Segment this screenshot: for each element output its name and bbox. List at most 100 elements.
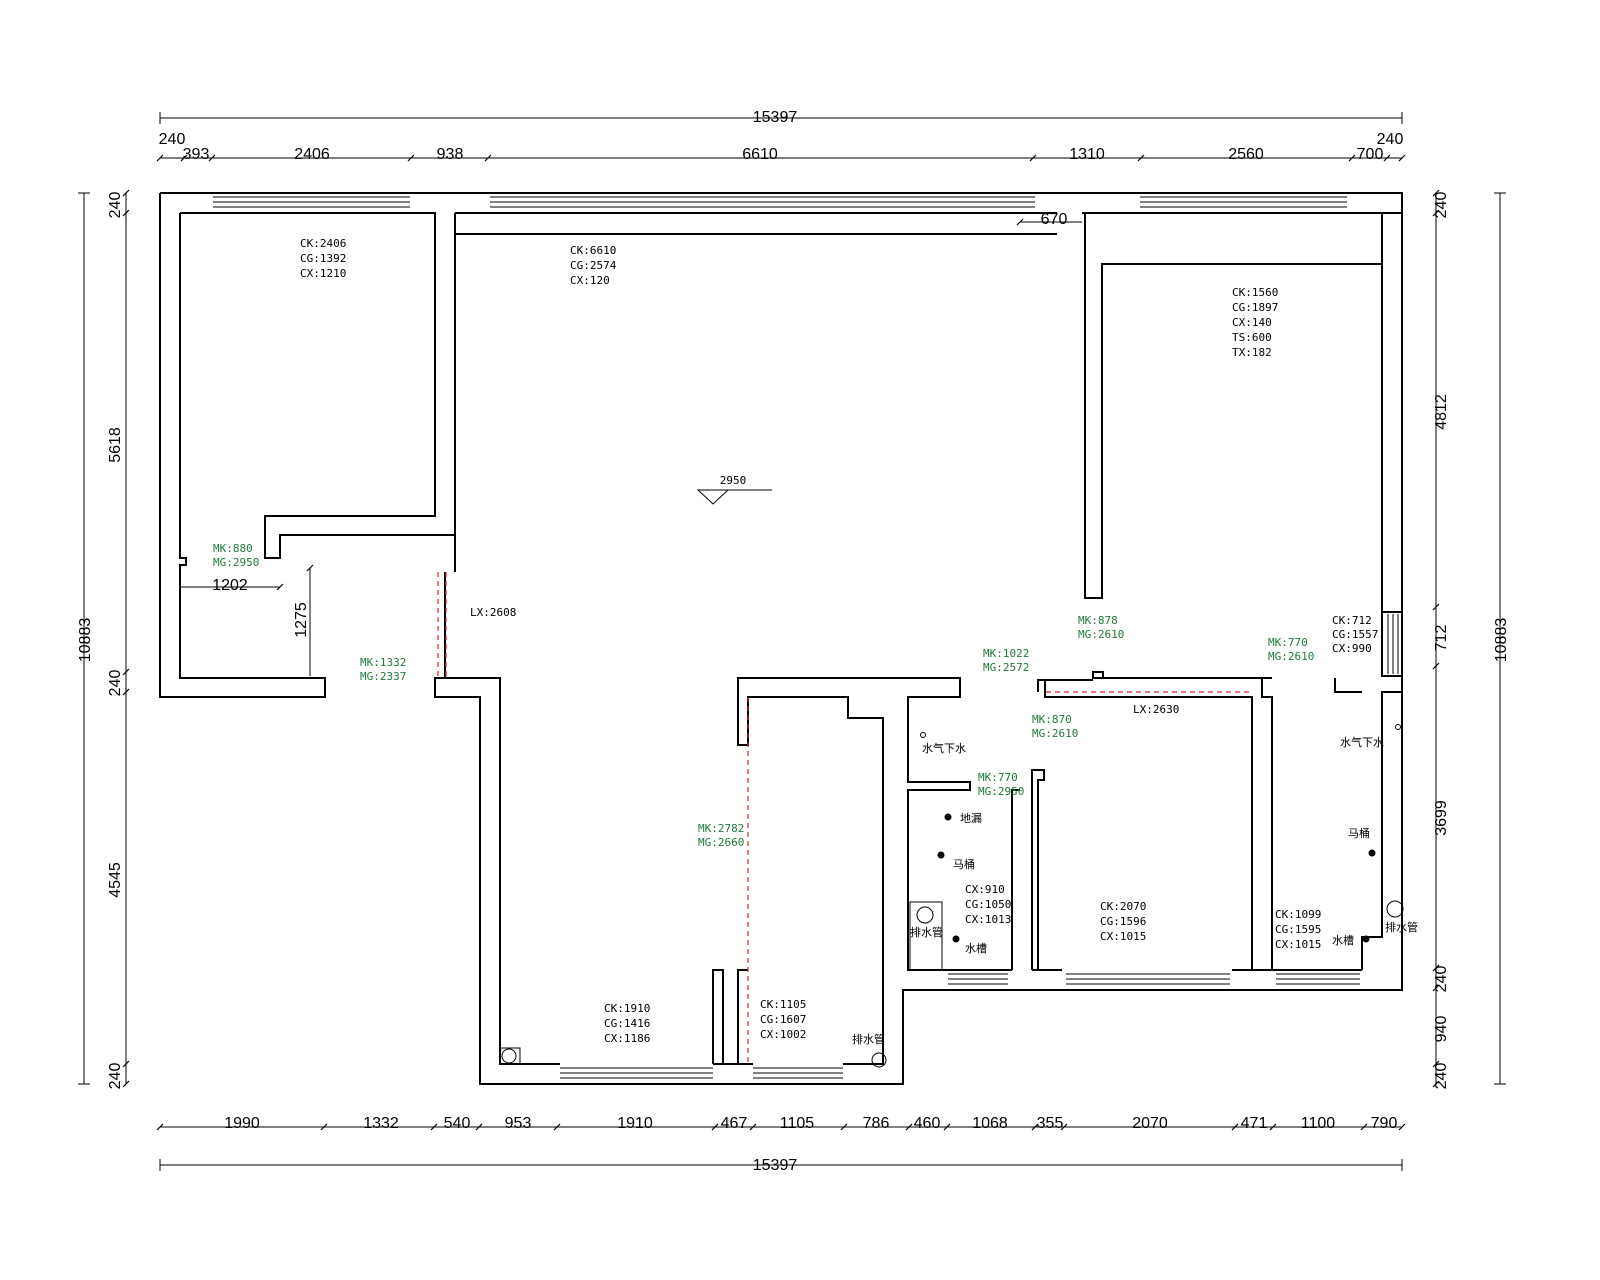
dim-left: 5618 [107,427,124,463]
svg-text:CG:1416: CG:1416 [604,1017,650,1030]
dim-bottom: 786 [863,1115,890,1132]
water-label-right: 水气下水 [1340,735,1384,749]
basin-label-left: 水槽 [965,942,987,955]
dim-right: 4812 [1433,394,1450,430]
svg-text:MG:2660: MG:2660 [698,836,744,849]
drain-label-bottom: 排水管 [852,1032,885,1046]
svg-text:CX:1015: CX:1015 [1100,930,1146,943]
svg-text:MK:1022: MK:1022 [983,647,1029,660]
dim-bottom: 1068 [972,1115,1008,1132]
svg-text:CX:140: CX:140 [1232,316,1272,329]
room-label: CK:1105 CG:1607 CX:1002 [760,998,806,1041]
svg-text:CG:1595: CG:1595 [1275,923,1321,936]
dim-left: 4545 [107,862,124,898]
dim-right: 712 [1433,625,1450,652]
dim-top: 393 [183,146,210,163]
dim-left: 240 [107,670,124,697]
opening-labels: MK:880 MG:2950 MK:1332 MG:2337 MK:878 MG… [213,542,1314,849]
drain-label-left: 排水管 [910,925,943,939]
dim-right: 3699 [1433,800,1450,836]
opening-label: MK:878 MG:2610 [1078,614,1124,641]
water-label-left: 水气下水 [922,741,966,755]
svg-text:CG:2574: CG:2574 [570,259,617,272]
dim-bottom: 460 [914,1115,941,1132]
dim-bottom: 790 [1371,1115,1398,1132]
lx-label-left: LX:2608 [470,606,516,619]
svg-text:MK:878: MK:878 [1078,614,1118,627]
dim-right: 940 [1433,1016,1450,1043]
dim-bottom: 1105 [780,1115,815,1132]
svg-text:CK:2070: CK:2070 [1100,900,1146,913]
svg-text:MK:870: MK:870 [1032,713,1072,726]
dim-top: 2560 [1228,146,1264,163]
room-label: CK:6610 CG:2574 CX:120 [570,244,617,287]
svg-text:CK:1560: CK:1560 [1232,286,1278,299]
room-label: CK:1560 CG:1897 CX:140 TS:600 TX:182 [1232,286,1278,359]
room-label: CK:2406 CG:1392 CX:1210 [300,237,346,280]
dim-bottom: 540 [444,1115,471,1132]
drain-label-right: 排水管 [1385,920,1418,934]
level-mark-value: 2950 [720,474,747,487]
dim-left: 240 [107,1063,124,1090]
svg-text:CG:1596: CG:1596 [1100,915,1146,928]
dim-bottom: 1910 [617,1115,653,1132]
svg-text:CG:1392: CG:1392 [300,252,346,265]
dimension-labels: 15397 240 240 393 2406 938 6610 1310 256… [77,109,1510,1174]
dim-total-bottom: 15397 [753,1157,798,1174]
dim-bottom: 2070 [1132,1115,1168,1132]
svg-text:MG:2610: MG:2610 [1268,650,1314,663]
svg-text:CX:1002: CX:1002 [760,1028,806,1041]
svg-text:MG:2610: MG:2610 [1078,628,1124,641]
floor-drain-label: 地漏 [960,812,982,825]
svg-text:CK:712: CK:712 [1332,614,1372,627]
opening-label: MK:770 MG:2610 [1268,636,1314,663]
svg-text:CX:910: CX:910 [965,883,1005,896]
toilet-label-right: 马桶 [1348,826,1370,840]
lx-label-right: LX:2630 [1133,703,1179,716]
dim-inner-1202: 1202 [212,577,248,594]
svg-text:MG:2572: MG:2572 [983,661,1029,674]
dim-right: 240 [1433,966,1450,993]
room-label: CK:1099 CG:1595 CX:1015 [1275,908,1321,951]
dim-right-total: 10883 [1493,618,1510,663]
dim-inner-670: 670 [1041,211,1068,228]
dim-bottom: 355 [1037,1115,1064,1132]
svg-text:CG:1897: CG:1897 [1232,301,1278,314]
opening-label: MK:770 MG:2950 [978,771,1024,798]
dim-top: 6610 [742,146,778,163]
opening-label: MK:880 MG:2950 [213,542,259,569]
dim-bottom: 1100 [1301,1115,1336,1132]
dim-total-top: 15397 [753,109,798,126]
dim-top: 700 [1357,146,1384,163]
svg-text:CG:1607: CG:1607 [760,1013,806,1026]
svg-text:MG:2950: MG:2950 [978,785,1024,798]
windows [213,196,1399,1079]
dim-bottom: 471 [1241,1115,1268,1132]
dim-right: 240 [1433,192,1450,219]
dim-top: 938 [437,146,464,163]
svg-text:CK:2406: CK:2406 [300,237,346,250]
svg-text:MK:770: MK:770 [1268,636,1308,649]
svg-text:CX:1210: CX:1210 [300,267,346,280]
toilet-label-left: 马桶 [953,857,975,871]
svg-text:CX:120: CX:120 [570,274,610,287]
svg-text:TS:600: TS:600 [1232,331,1272,344]
dim-bottom: 953 [505,1115,532,1132]
svg-text:MK:770: MK:770 [978,771,1018,784]
walls [159,192,1403,1085]
svg-text:TX:182: TX:182 [1232,346,1272,359]
svg-text:MG:2610: MG:2610 [1032,727,1078,740]
room-label: CK:1910 CG:1416 CX:1186 [604,1002,650,1045]
svg-text:CK:1105: CK:1105 [760,998,806,1011]
room-label: CK:712 CG:1557 CX:990 [1332,614,1378,655]
opening-lines [437,572,1252,1064]
basin-label-right: 水槽 [1332,934,1354,947]
dim-top: 2406 [294,146,330,163]
svg-text:MK:880: MK:880 [213,542,253,555]
svg-text:MG:2337: MG:2337 [360,670,406,683]
svg-text:CK:1099: CK:1099 [1275,908,1321,921]
svg-text:CX:1013: CX:1013 [965,913,1011,926]
svg-text:MK:2782: MK:2782 [698,822,744,835]
opening-label: MK:1332 MG:2337 [360,656,406,683]
